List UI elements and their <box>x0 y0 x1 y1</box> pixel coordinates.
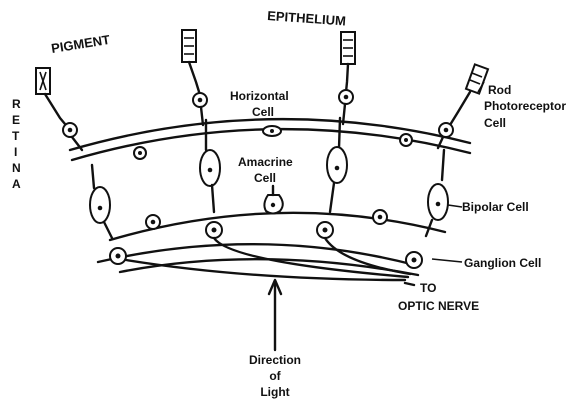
svg-text:TO: TO <box>420 281 436 295</box>
ganglion-cell <box>110 248 126 264</box>
retina-letter: N <box>12 161 21 175</box>
svg-text:Cell: Cell <box>252 105 274 119</box>
retina-letter: A <box>12 177 21 191</box>
retina-letter: T <box>12 129 20 143</box>
ganglion-cell <box>406 252 422 268</box>
svg-text:Photoreceptor: Photoreceptor <box>484 99 566 113</box>
amacrine-cell <box>264 186 282 214</box>
rod-photoreceptor <box>438 64 488 148</box>
ganglion-cell <box>317 222 333 238</box>
epithelium-label: EPITHELIUM <box>267 8 347 28</box>
optic-nerve-label: TO OPTIC NERVE <box>398 281 479 313</box>
ganglion-cell-label: Ganglion Cell <box>464 256 541 270</box>
rod-photoreceptor <box>182 30 207 125</box>
svg-text:Amacrine: Amacrine <box>238 155 293 169</box>
direction-of-light-label: Direction of Light <box>249 353 301 399</box>
ganglion-pointer <box>432 259 462 262</box>
svg-text:Direction: Direction <box>249 353 301 367</box>
horizontal-cell-label: Horizontal Cell <box>230 89 289 119</box>
label-pointers <box>432 82 484 262</box>
amacrine-cell-label: Amacrine Cell <box>238 155 293 185</box>
retina-letter: I <box>14 145 17 159</box>
retina-letter: E <box>12 113 20 127</box>
horizontal-cell <box>263 126 281 136</box>
svg-text:OPTIC NERVE: OPTIC NERVE <box>398 299 479 313</box>
rod-photoreceptor-label: Rod Photoreceptor Cell <box>484 83 566 130</box>
svg-text:Cell: Cell <box>254 171 276 185</box>
bipolar-pointer <box>448 205 462 207</box>
rod-photoreceptor <box>339 32 355 124</box>
bipolar-cell <box>90 165 112 238</box>
bipolar-cell-label: Bipolar Cell <box>462 200 529 214</box>
pigment-label: PIGMENT <box>50 32 111 56</box>
ganglion-axon-band-inner <box>120 259 418 275</box>
retina-label: R E T I N A <box>12 97 21 191</box>
svg-text:Horizontal: Horizontal <box>230 89 289 103</box>
inner-band-cell <box>373 210 387 224</box>
svg-text:Rod: Rod <box>488 83 511 97</box>
inner-band-cell <box>146 215 160 229</box>
rod-photoreceptor <box>36 68 82 150</box>
retina-letter: R <box>12 97 21 111</box>
light-direction-arrow <box>269 280 281 350</box>
band-cell <box>400 134 412 146</box>
ganglion-cell <box>206 222 222 238</box>
rod-outer-segment <box>466 64 488 93</box>
bipolar-cell <box>426 150 448 236</box>
svg-text:Light: Light <box>260 385 289 399</box>
band-cell <box>134 147 146 159</box>
svg-text:of: of <box>269 369 281 383</box>
svg-text:Cell: Cell <box>484 116 506 130</box>
inner-plexiform-band <box>110 213 445 240</box>
